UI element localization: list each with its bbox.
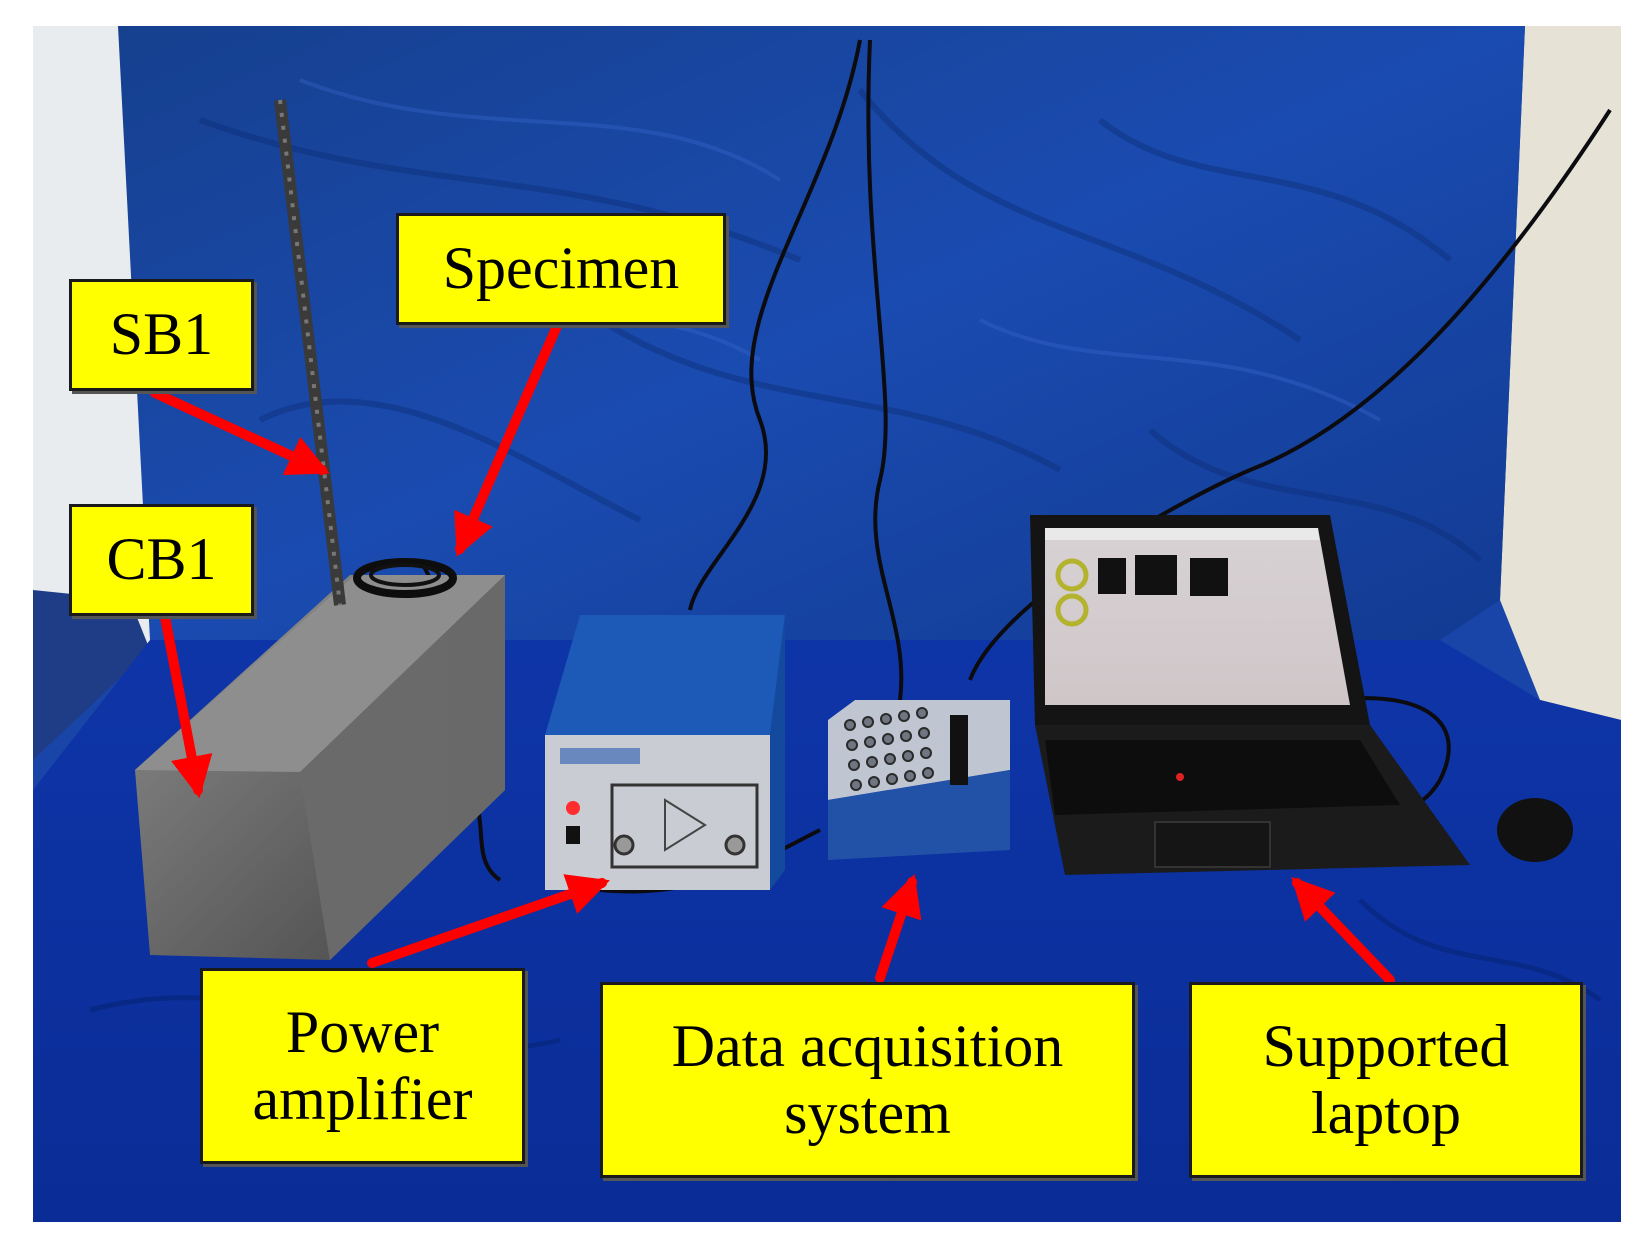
daq-device — [828, 700, 1010, 860]
arrow-data-acquisition — [875, 874, 922, 983]
label-specimen: Specimen — [396, 213, 726, 325]
label-power-amplifier-line2: amplifier — [252, 1066, 473, 1132]
arrow-laptop — [1291, 876, 1395, 985]
laptop-device — [1030, 515, 1470, 875]
mouse — [1497, 798, 1573, 862]
steel-bar — [274, 99, 346, 606]
left-wall-base — [33, 590, 150, 760]
label-power-amplifier-line1: Power — [285, 998, 440, 1065]
label-specimen-text: Specimen — [442, 235, 680, 302]
label-data-acquisition-line1: Data acquisition — [671, 1012, 1064, 1079]
arrow-specimen — [454, 321, 562, 557]
blue-backdrop — [118, 26, 1525, 640]
label-cb1-text: CB1 — [106, 526, 217, 593]
concrete-block-front — [135, 770, 330, 960]
concrete-block-top — [135, 575, 505, 772]
laptop-screen — [1045, 528, 1350, 705]
label-laptop-line1: Supported — [1262, 1012, 1510, 1079]
label-sb1: SB1 — [69, 279, 254, 391]
label-laptop: Supported laptop — [1189, 982, 1583, 1178]
label-data-acquisition: Data acquisition system — [600, 982, 1135, 1178]
coil — [353, 558, 457, 598]
label-sb1-text: SB1 — [109, 301, 214, 368]
label-power-amplifier: Power amplifier — [200, 968, 525, 1164]
label-laptop-line2: laptop — [1311, 1080, 1461, 1146]
arrow-power-amplifier — [367, 874, 610, 968]
power-amplifier-device — [545, 615, 785, 890]
label-data-acquisition-line2: system — [784, 1080, 951, 1146]
annotation-arrows — [150, 321, 1395, 985]
arrow-cb1 — [160, 612, 213, 799]
right-wall — [1500, 26, 1621, 720]
label-cb1: CB1 — [69, 504, 254, 616]
arrow-sb1 — [150, 388, 330, 476]
